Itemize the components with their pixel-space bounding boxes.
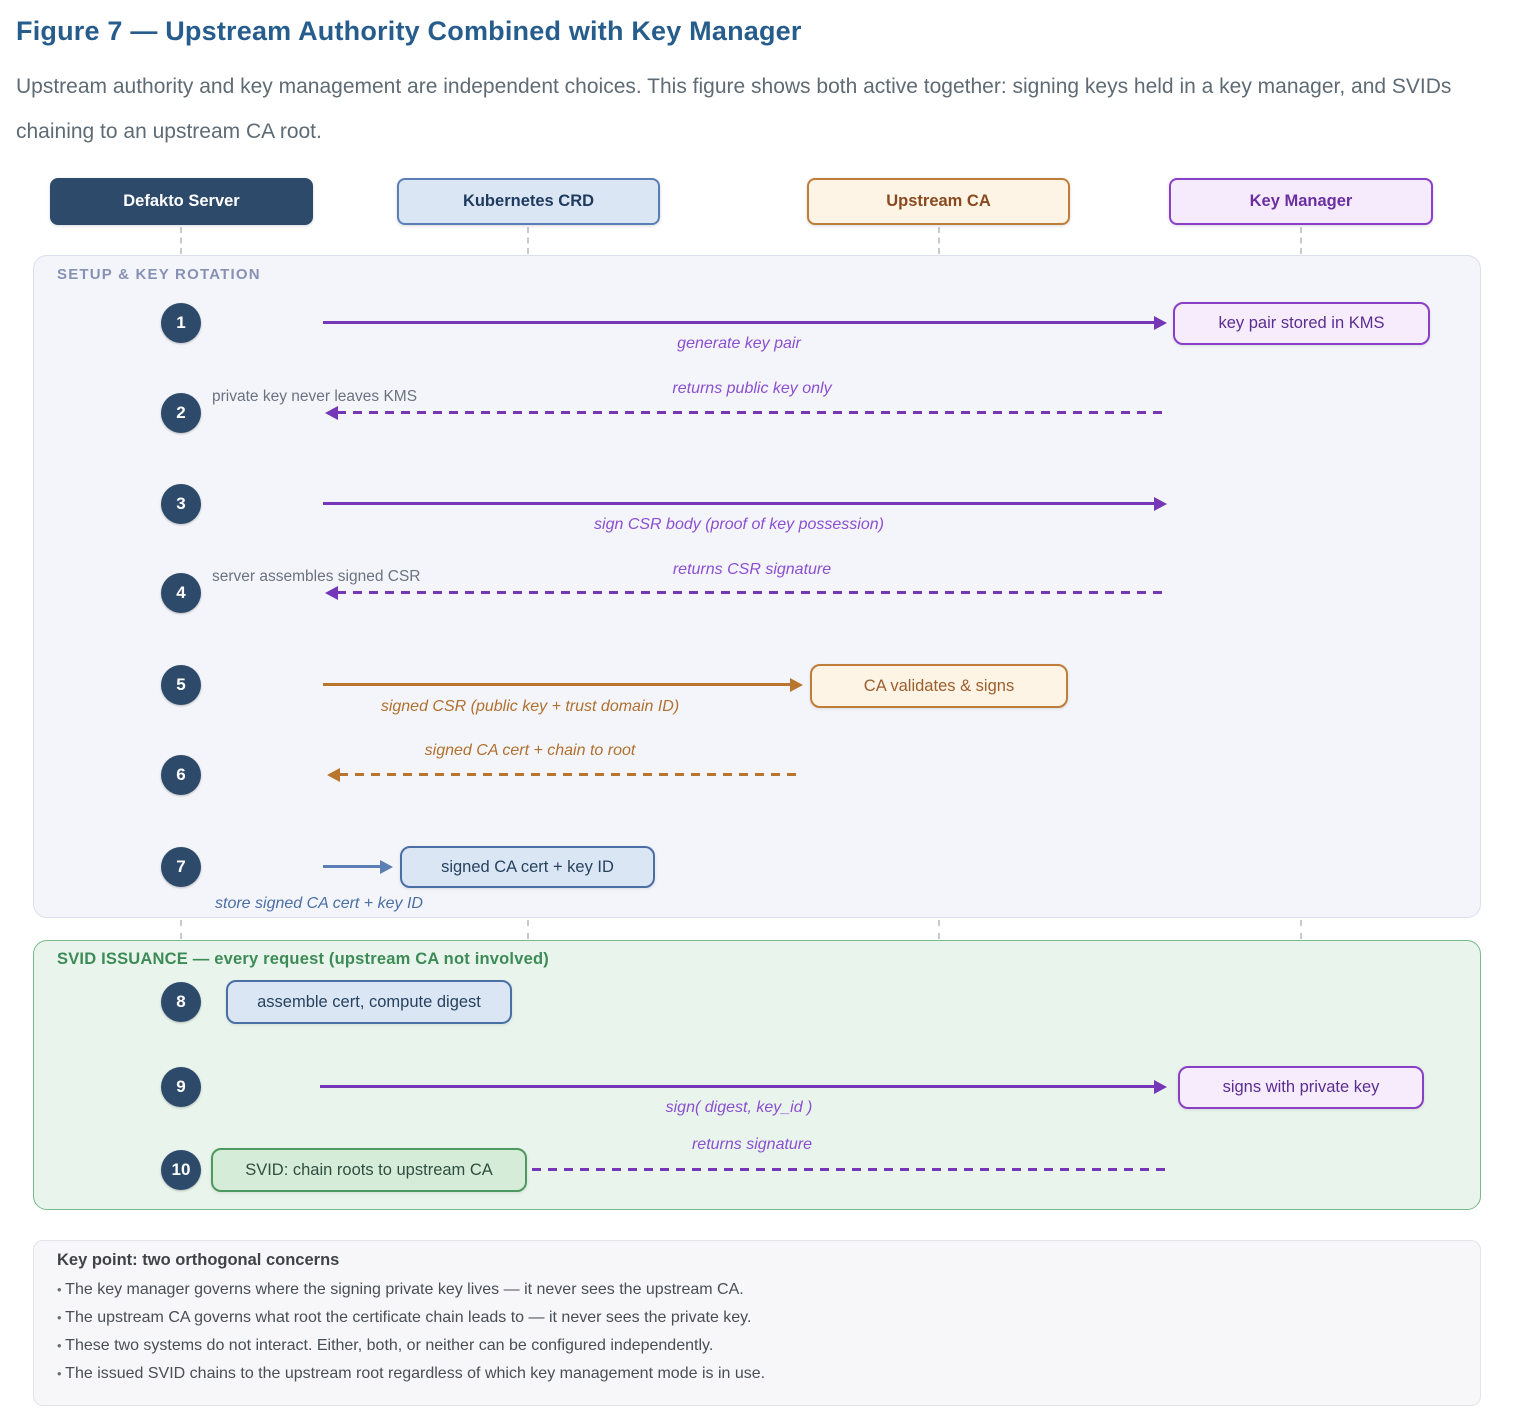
figure-title: Figure 7 — Upstream Authority Combined w… (16, 16, 802, 46)
keypoint-bullet: The key manager governs where the signin… (57, 1281, 744, 1299)
arrow-returns-csr-signature (325, 585, 1167, 600)
step-6-badge: 6 (161, 755, 201, 795)
step-10-badge: 10 (161, 1150, 201, 1190)
box-signs-with-private-key: signs with private key (1178, 1066, 1424, 1109)
arrowhead-right-icon (1154, 1079, 1167, 1094)
label-returns-public-key-only: returns public key only (672, 380, 832, 397)
arrowhead-left-icon (325, 585, 338, 600)
actor-kubernetes-crd: Kubernetes CRD (397, 178, 660, 225)
arrow-generate-key-pair (323, 315, 1167, 330)
arrowhead-right-icon (380, 859, 393, 874)
label-returns-signature: returns signature (691, 1136, 813, 1153)
arrow-returns-public-key (325, 405, 1167, 420)
step-7-badge: 7 (161, 847, 201, 887)
arrow-sign-digest (320, 1079, 1167, 1094)
arrow-store-signed-cert (323, 859, 393, 874)
lifeline-stub (1300, 227, 1302, 254)
arrow-sign-csr-body (323, 496, 1167, 511)
label-signed-csr: signed CSR (public key + trust domain ID… (380, 698, 680, 715)
arrow-signed-ca-cert-chain (327, 767, 803, 782)
step-4-badge: 4 (161, 573, 201, 613)
keypoint-bullet: The issued SVID chains to the upstream r… (57, 1365, 765, 1383)
lifeline-stub (938, 227, 940, 254)
box-ca-validates-and-signs: CA validates & signs (810, 664, 1068, 708)
svid-panel-title: SVID ISSUANCE — every request (upstream … (57, 950, 549, 968)
step-8-badge: 8 (161, 982, 201, 1022)
arrow-signed-csr (323, 677, 803, 692)
arrowhead-right-icon (1154, 315, 1167, 330)
label-store-signed-ca-cert: store signed CA cert + key ID (215, 895, 423, 912)
label-signed-ca-cert-chain: signed CA cert + chain to root (424, 742, 636, 759)
lifeline-stub (180, 920, 182, 939)
step-5-badge: 5 (161, 665, 201, 705)
lifeline-stub (1300, 920, 1302, 939)
arrowhead-right-icon (1154, 496, 1167, 511)
arrow-returns-signature (532, 1168, 1167, 1171)
box-signed-ca-cert-key-id: signed CA cert + key ID (400, 846, 655, 888)
arrowhead-left-icon (327, 767, 340, 782)
label-generate-key-pair: generate key pair (677, 335, 801, 352)
keypoint-title: Key point: two orthogonal concerns (57, 1251, 340, 1269)
actor-defakto-server: Defakto Server (50, 178, 313, 225)
step-2-badge: 2 (161, 393, 201, 433)
setup-panel (33, 255, 1481, 918)
label-sign-digest-key-id: sign( digest, key_id ) (665, 1099, 813, 1116)
setup-panel-title: SETUP & KEY ROTATION (57, 266, 261, 283)
box-svid-chain-roots-upstream-ca: SVID: chain roots to upstream CA (211, 1148, 527, 1192)
actor-upstream-ca: Upstream CA (807, 178, 1070, 225)
lifeline-stub (938, 920, 940, 939)
arrowhead-left-icon (325, 405, 338, 420)
actor-key-manager: Key Manager (1169, 178, 1433, 225)
label-returns-csr-signature: returns CSR signature (672, 561, 832, 578)
step-1-badge: 1 (161, 303, 201, 343)
note-server-assembles-signed-csr: server assembles signed CSR (212, 568, 421, 585)
step-9-badge: 9 (161, 1067, 201, 1107)
note-private-key-never-leaves-kms: private key never leaves KMS (212, 388, 418, 405)
arrowhead-right-icon (790, 677, 803, 692)
keypoint-bullet: These two systems do not interact. Eithe… (57, 1337, 713, 1355)
lifeline-stub (180, 227, 182, 254)
lifeline-stub (527, 920, 529, 939)
box-assemble-cert-compute-digest: assemble cert, compute digest (226, 980, 512, 1024)
step-3-badge: 3 (161, 484, 201, 524)
box-key-pair-stored-in-kms: key pair stored in KMS (1173, 302, 1430, 345)
figure-subtitle: Upstream authority and key management ar… (16, 75, 1452, 143)
lifeline-stub (527, 227, 529, 254)
label-sign-csr-body: sign CSR body (proof of key possession) (594, 516, 884, 533)
keypoint-bullet: The upstream CA governs what root the ce… (57, 1309, 751, 1327)
